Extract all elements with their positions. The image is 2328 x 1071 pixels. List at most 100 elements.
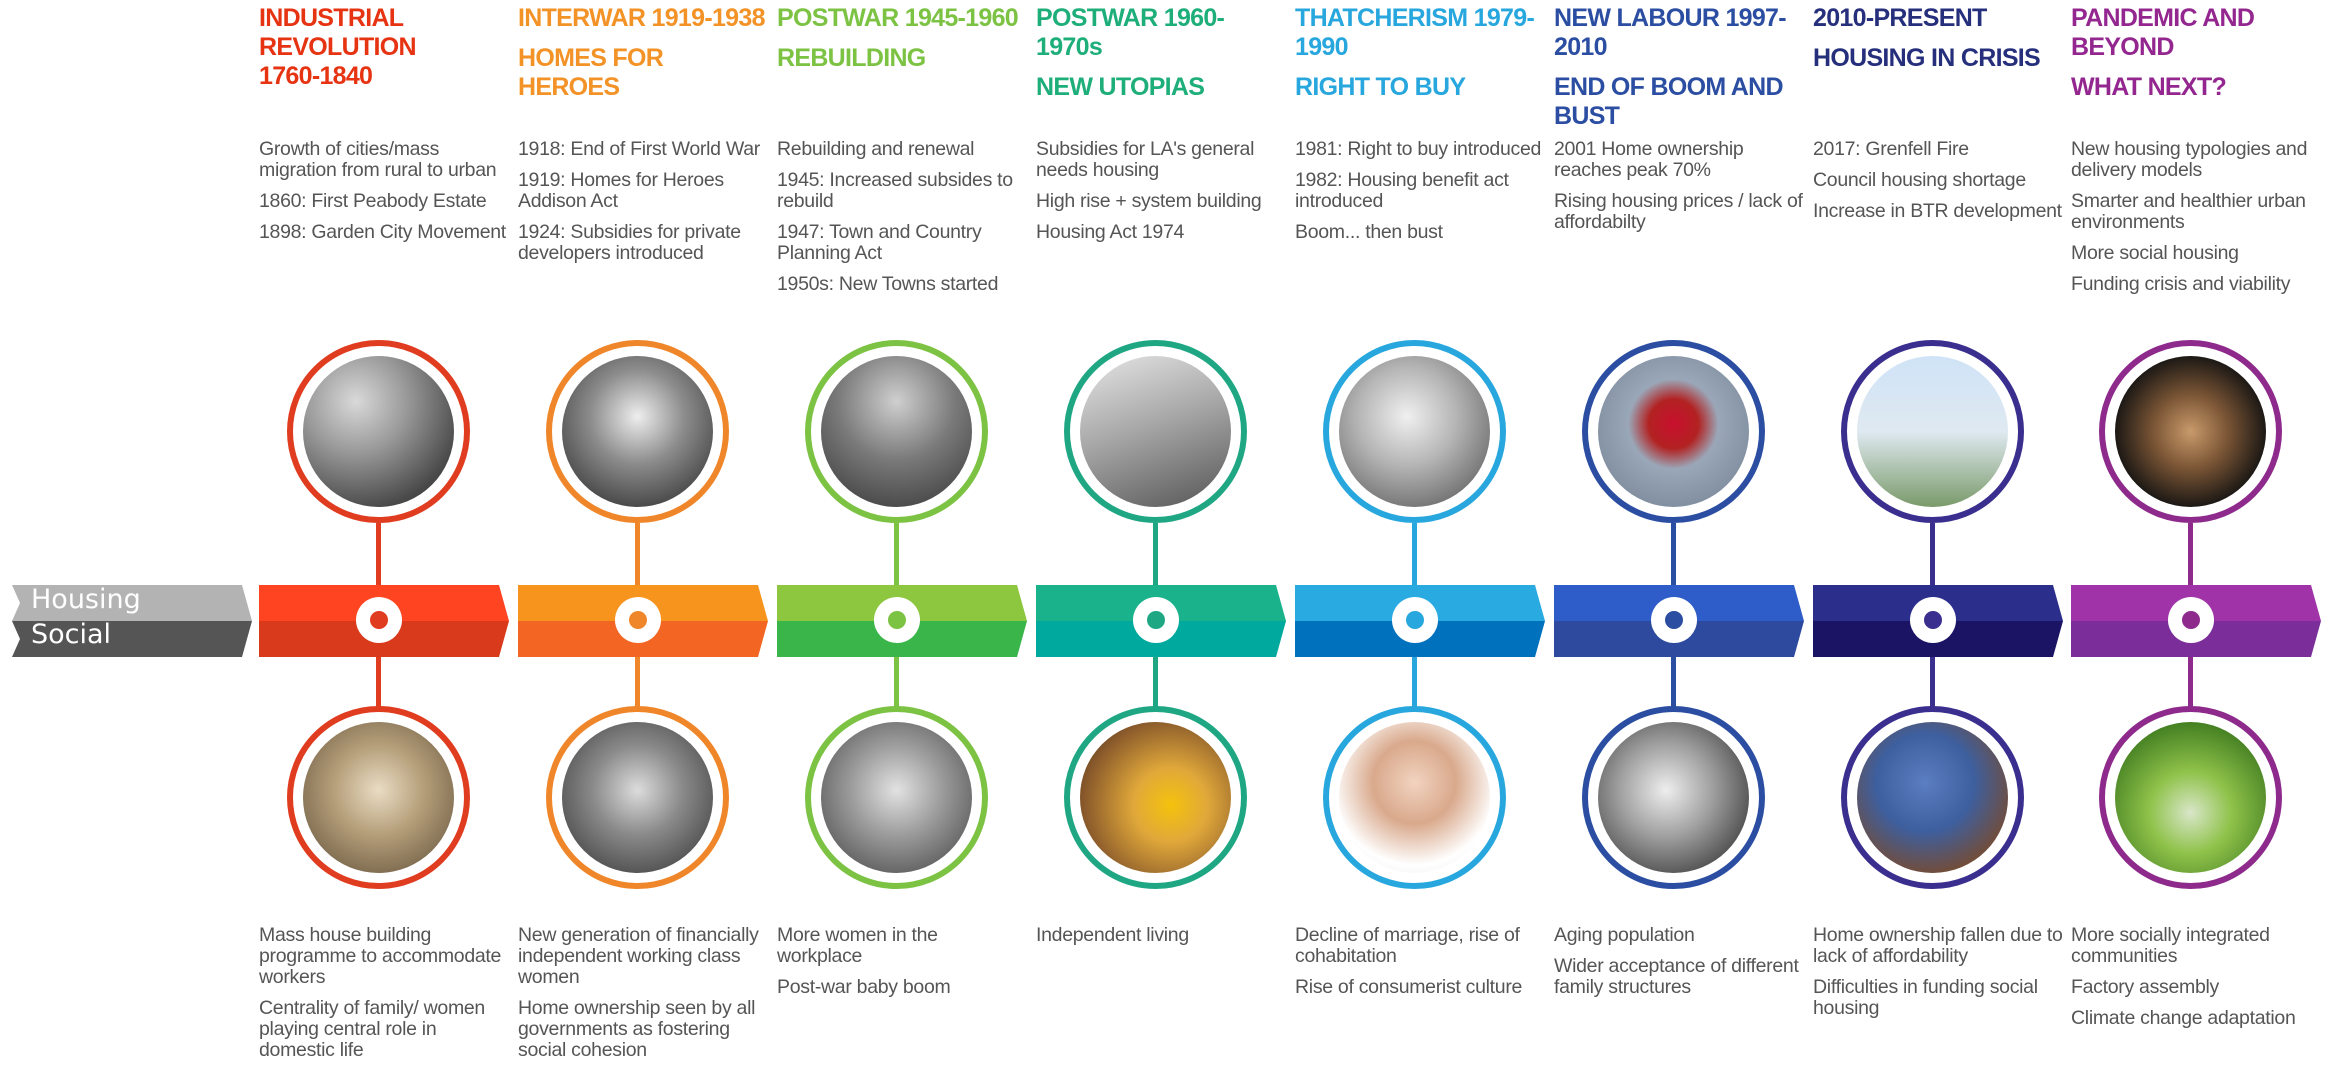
social-events-list: Decline of marriage, rise of cohabitatio… [1295, 925, 1545, 1008]
timeline-marker [615, 597, 661, 643]
housing-photo-frame [1323, 340, 1506, 523]
housing-photo-frame [1582, 340, 1765, 523]
timeline-marker [1133, 597, 1179, 643]
women-workers-photo [562, 722, 713, 873]
housing-event: Growth of cities/mass migration from rur… [259, 138, 497, 181]
period-title-line1: PANDEMIC AND BEYOND [2071, 4, 2255, 61]
housing-photo-frame [1841, 340, 2024, 523]
housing-photo-frame [805, 340, 988, 523]
housing-event: 1898: Garden City Movement [259, 221, 506, 243]
period-title-line1: POSTWAR 1945-1960 [777, 4, 1019, 32]
housing-event: 1981: Right to buy introduced [1295, 138, 1542, 160]
social-photo-frame [1582, 706, 1765, 889]
sold-sign-photo [1598, 356, 1749, 507]
connector-line [635, 523, 640, 586]
connector-line [376, 523, 381, 586]
axis-label-arrow [12, 585, 252, 657]
social-photo-frame [287, 706, 470, 889]
period-title-line1: THATCHERISM 1979-1990 [1295, 4, 1535, 61]
social-photo-frame [546, 706, 729, 889]
timeline-marker-center [1147, 611, 1165, 629]
housing-photo-frame [1064, 340, 1247, 523]
phone-man-photo [1339, 722, 1490, 873]
timeline-marker [874, 597, 920, 643]
timeline-marker-center [1665, 611, 1683, 629]
timeline-marker-center [1406, 611, 1424, 629]
period-title-line2: HOMES FOR HEROES [518, 44, 664, 101]
timeline-marker [1910, 597, 1956, 643]
social-events-list: New generation of financially independen… [518, 925, 768, 1071]
social-event: Factory assembly [2071, 976, 2219, 998]
thatcher-visit-photo [1339, 356, 1490, 507]
housing-events-list: 2001 Home ownership reaches peak 70%Risi… [1554, 139, 1804, 243]
housing-event: Boom... then bust [1295, 221, 1443, 243]
seventies-interior-photo [1080, 722, 1231, 873]
soldiers-celebration-photo [562, 356, 713, 507]
social-event: Wider acceptance of different family str… [1554, 955, 1799, 998]
period-title-line1: INDUSTRIAL REVOLUTION [259, 4, 417, 61]
connector-line [1671, 523, 1676, 586]
elderly-couple-photo [1598, 722, 1749, 873]
housing-event: Subsidies for LA's general needs housing [1036, 138, 1255, 181]
housing-event: Smarter and healthier urban environments [2071, 190, 2306, 233]
timeline-marker [356, 597, 402, 643]
connector-line [376, 656, 381, 707]
social-event: Mass house building programme to accommo… [259, 924, 502, 988]
connector-line [1671, 656, 1676, 707]
victorian-family-photo [303, 722, 454, 873]
social-event: Home ownership fallen due to lack of aff… [1813, 924, 2063, 967]
housing-event: 2001 Home ownership reaches peak 70% [1554, 138, 1744, 181]
social-event: Centrality of family/ women playing cent… [259, 997, 485, 1061]
social-event: Post-war baby boom [777, 976, 951, 998]
housing-event: 1860: First Peabody Estate [259, 190, 487, 212]
connector-line [1153, 656, 1158, 707]
timeline-marker [1392, 597, 1438, 643]
period-title-line2: REBUILDING [777, 44, 926, 72]
social-events-list: Independent living [1036, 925, 1286, 956]
period-title-line2: 1760-1840 [259, 62, 373, 90]
housing-event: Rebuilding and renewal [777, 138, 975, 160]
housing-event: Housing Act 1974 [1036, 221, 1185, 243]
social-photo-frame [805, 706, 988, 889]
grenfell-tower-photo [1857, 356, 2008, 507]
housing-events-list: Growth of cities/mass migration from rur… [259, 139, 509, 253]
housing-event: 1924: Subsidies for private developers i… [518, 221, 741, 264]
industrial-city-photo [303, 356, 454, 507]
housing-events-list: New housing typologies and delivery mode… [2071, 139, 2321, 305]
housing-event: New housing typologies and delivery mode… [2071, 138, 2308, 181]
social-event: More women in the workplace [777, 924, 938, 967]
connector-line [1153, 523, 1158, 586]
housing-event: 2017: Grenfell Fire [1813, 138, 1969, 160]
connector-line [2188, 656, 2193, 707]
housing-events-list: Subsidies for LA's general needs housing… [1036, 139, 1286, 253]
connector-line [2188, 523, 2193, 586]
connector-line [1412, 656, 1417, 707]
housing-event: Funding crisis and viability [2071, 273, 2291, 295]
housing-event: 1982: Housing benefit act introduced [1295, 169, 1509, 212]
bomb-damage-photo [821, 356, 972, 507]
social-event: More socially integrated communities [2071, 924, 2270, 967]
social-events-list: Mass house building programme to accommo… [259, 925, 509, 1071]
social-photo-frame [1323, 706, 1506, 889]
connector-line [1930, 656, 1935, 707]
social-event: Climate change adaptation [2071, 1007, 2296, 1029]
connector-line [635, 656, 640, 707]
timeline-marker [2168, 597, 2214, 643]
social-event: Decline of marriage, rise of cohabitatio… [1295, 924, 1520, 967]
housing-events-list: 1981: Right to buy introduced 1982: Housi… [1295, 139, 1545, 253]
housing-photo-frame [287, 340, 470, 523]
